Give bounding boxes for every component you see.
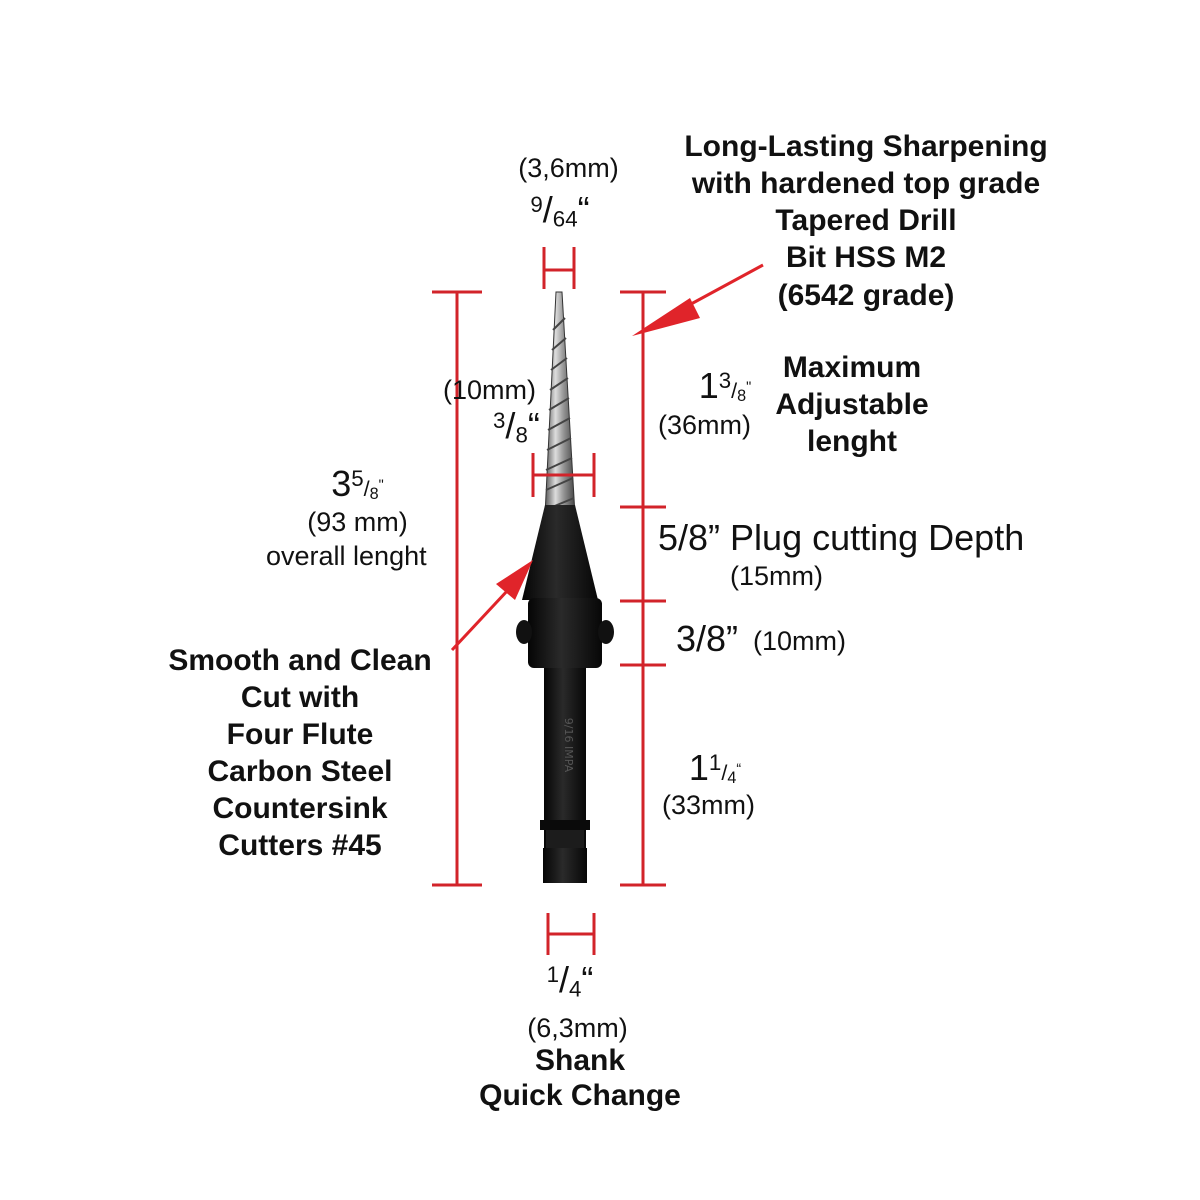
cutter-note-line-4: Carbon Steel	[207, 755, 393, 788]
max-adj-note-line-1: Maximum	[782, 351, 922, 384]
hss-note-line-3: Tapered Drill	[775, 204, 957, 237]
max-adj-den: 8	[737, 387, 747, 406]
shank-num: 1	[546, 961, 559, 987]
shank-note-line-2: Quick Change	[479, 1079, 681, 1112]
shank-len-mark: “	[736, 761, 742, 778]
shank-den: 4	[569, 976, 582, 1002]
plug-cutting-depth: 5/8” Plug cutting Depth	[658, 517, 1025, 558]
cutter-note-line-3: Four Flute	[226, 718, 374, 751]
tip-diameter-mm: (3,6mm)	[518, 153, 619, 183]
cutter-note-line-2: Cut with	[240, 681, 360, 714]
overall-den: 8	[369, 485, 379, 504]
overall-whole: 3	[331, 463, 352, 504]
hss-note-line-5: (6542 grade)	[777, 279, 955, 312]
drill-num: 3	[493, 407, 506, 433]
dimension-lines	[432, 247, 666, 955]
max-adj-whole: 1	[698, 365, 719, 406]
overall-length-note: overall lenght	[266, 541, 427, 571]
tip-diameter-inch: 9/64“	[530, 189, 590, 232]
set-screw-left	[516, 620, 532, 644]
shank-mark: “	[581, 959, 594, 1000]
shank-len-den: 4	[727, 769, 737, 788]
max-adjustable-inch: 13/8"	[698, 365, 752, 406]
arrow-cutter-note	[450, 560, 533, 652]
drill-den: 8	[515, 422, 528, 448]
collar-length-inch: 3/8”	[676, 618, 739, 659]
drill-diameter-inch: 3/8“	[493, 405, 540, 448]
drill-mark: “	[527, 405, 540, 446]
tip-num: 9	[530, 191, 543, 217]
max-adj-note-line-3: lenght	[807, 425, 897, 458]
shank-diameter-mm: (6,3mm)	[527, 1013, 628, 1043]
shank-len-num: 1	[708, 749, 722, 775]
collar-length-mm: (10mm)	[753, 626, 846, 656]
cutter-note-line-1: Smooth and Clean	[168, 644, 432, 677]
arrow-hss-note	[632, 263, 764, 336]
shank-length-mm: (33mm)	[662, 790, 755, 820]
max-adjustable-mm: (36mm)	[658, 410, 751, 440]
max-adj-mark: "	[746, 379, 752, 396]
stop-collar	[528, 598, 602, 668]
shank-engraving: 9/16 IMPA	[562, 718, 575, 773]
max-adj-note-line-2: Adjustable	[775, 388, 929, 421]
shank-length-inch: 11/4“	[688, 747, 742, 788]
shank-diameter-inch: 1/4“	[546, 959, 594, 1002]
pointer-arrows	[450, 263, 764, 652]
overall-length-inch: 35/8"	[331, 463, 384, 504]
hss-note-line-4: Bit HSS M2	[785, 241, 947, 274]
hss-note-line-2: with hardened top grade	[691, 167, 1041, 200]
max-adj-num: 3	[718, 367, 732, 393]
countersink-cutter	[522, 505, 598, 600]
overall-length-mm: (93 mm)	[307, 507, 408, 537]
drill-diameter-mm: (10mm)	[443, 375, 536, 405]
tip-mark: “	[577, 189, 590, 230]
overall-num: 5	[351, 465, 364, 491]
cutter-note-line-6: Cutters #45	[218, 829, 382, 862]
cutter-note-line-5: Countersink	[212, 792, 388, 825]
drill-bit-illustration: 9/16 IMPA	[516, 291, 614, 883]
shank-note-line-1: Shank	[534, 1044, 626, 1077]
set-screw-right	[598, 620, 614, 644]
overall-mark: "	[378, 477, 384, 494]
shank-len-whole: 1	[688, 747, 709, 788]
hss-note-line-1: Long-Lasting Sharpening	[684, 130, 1048, 163]
tip-den: 64	[552, 206, 578, 232]
plug-cutting-depth-mm: (15mm)	[730, 561, 823, 591]
